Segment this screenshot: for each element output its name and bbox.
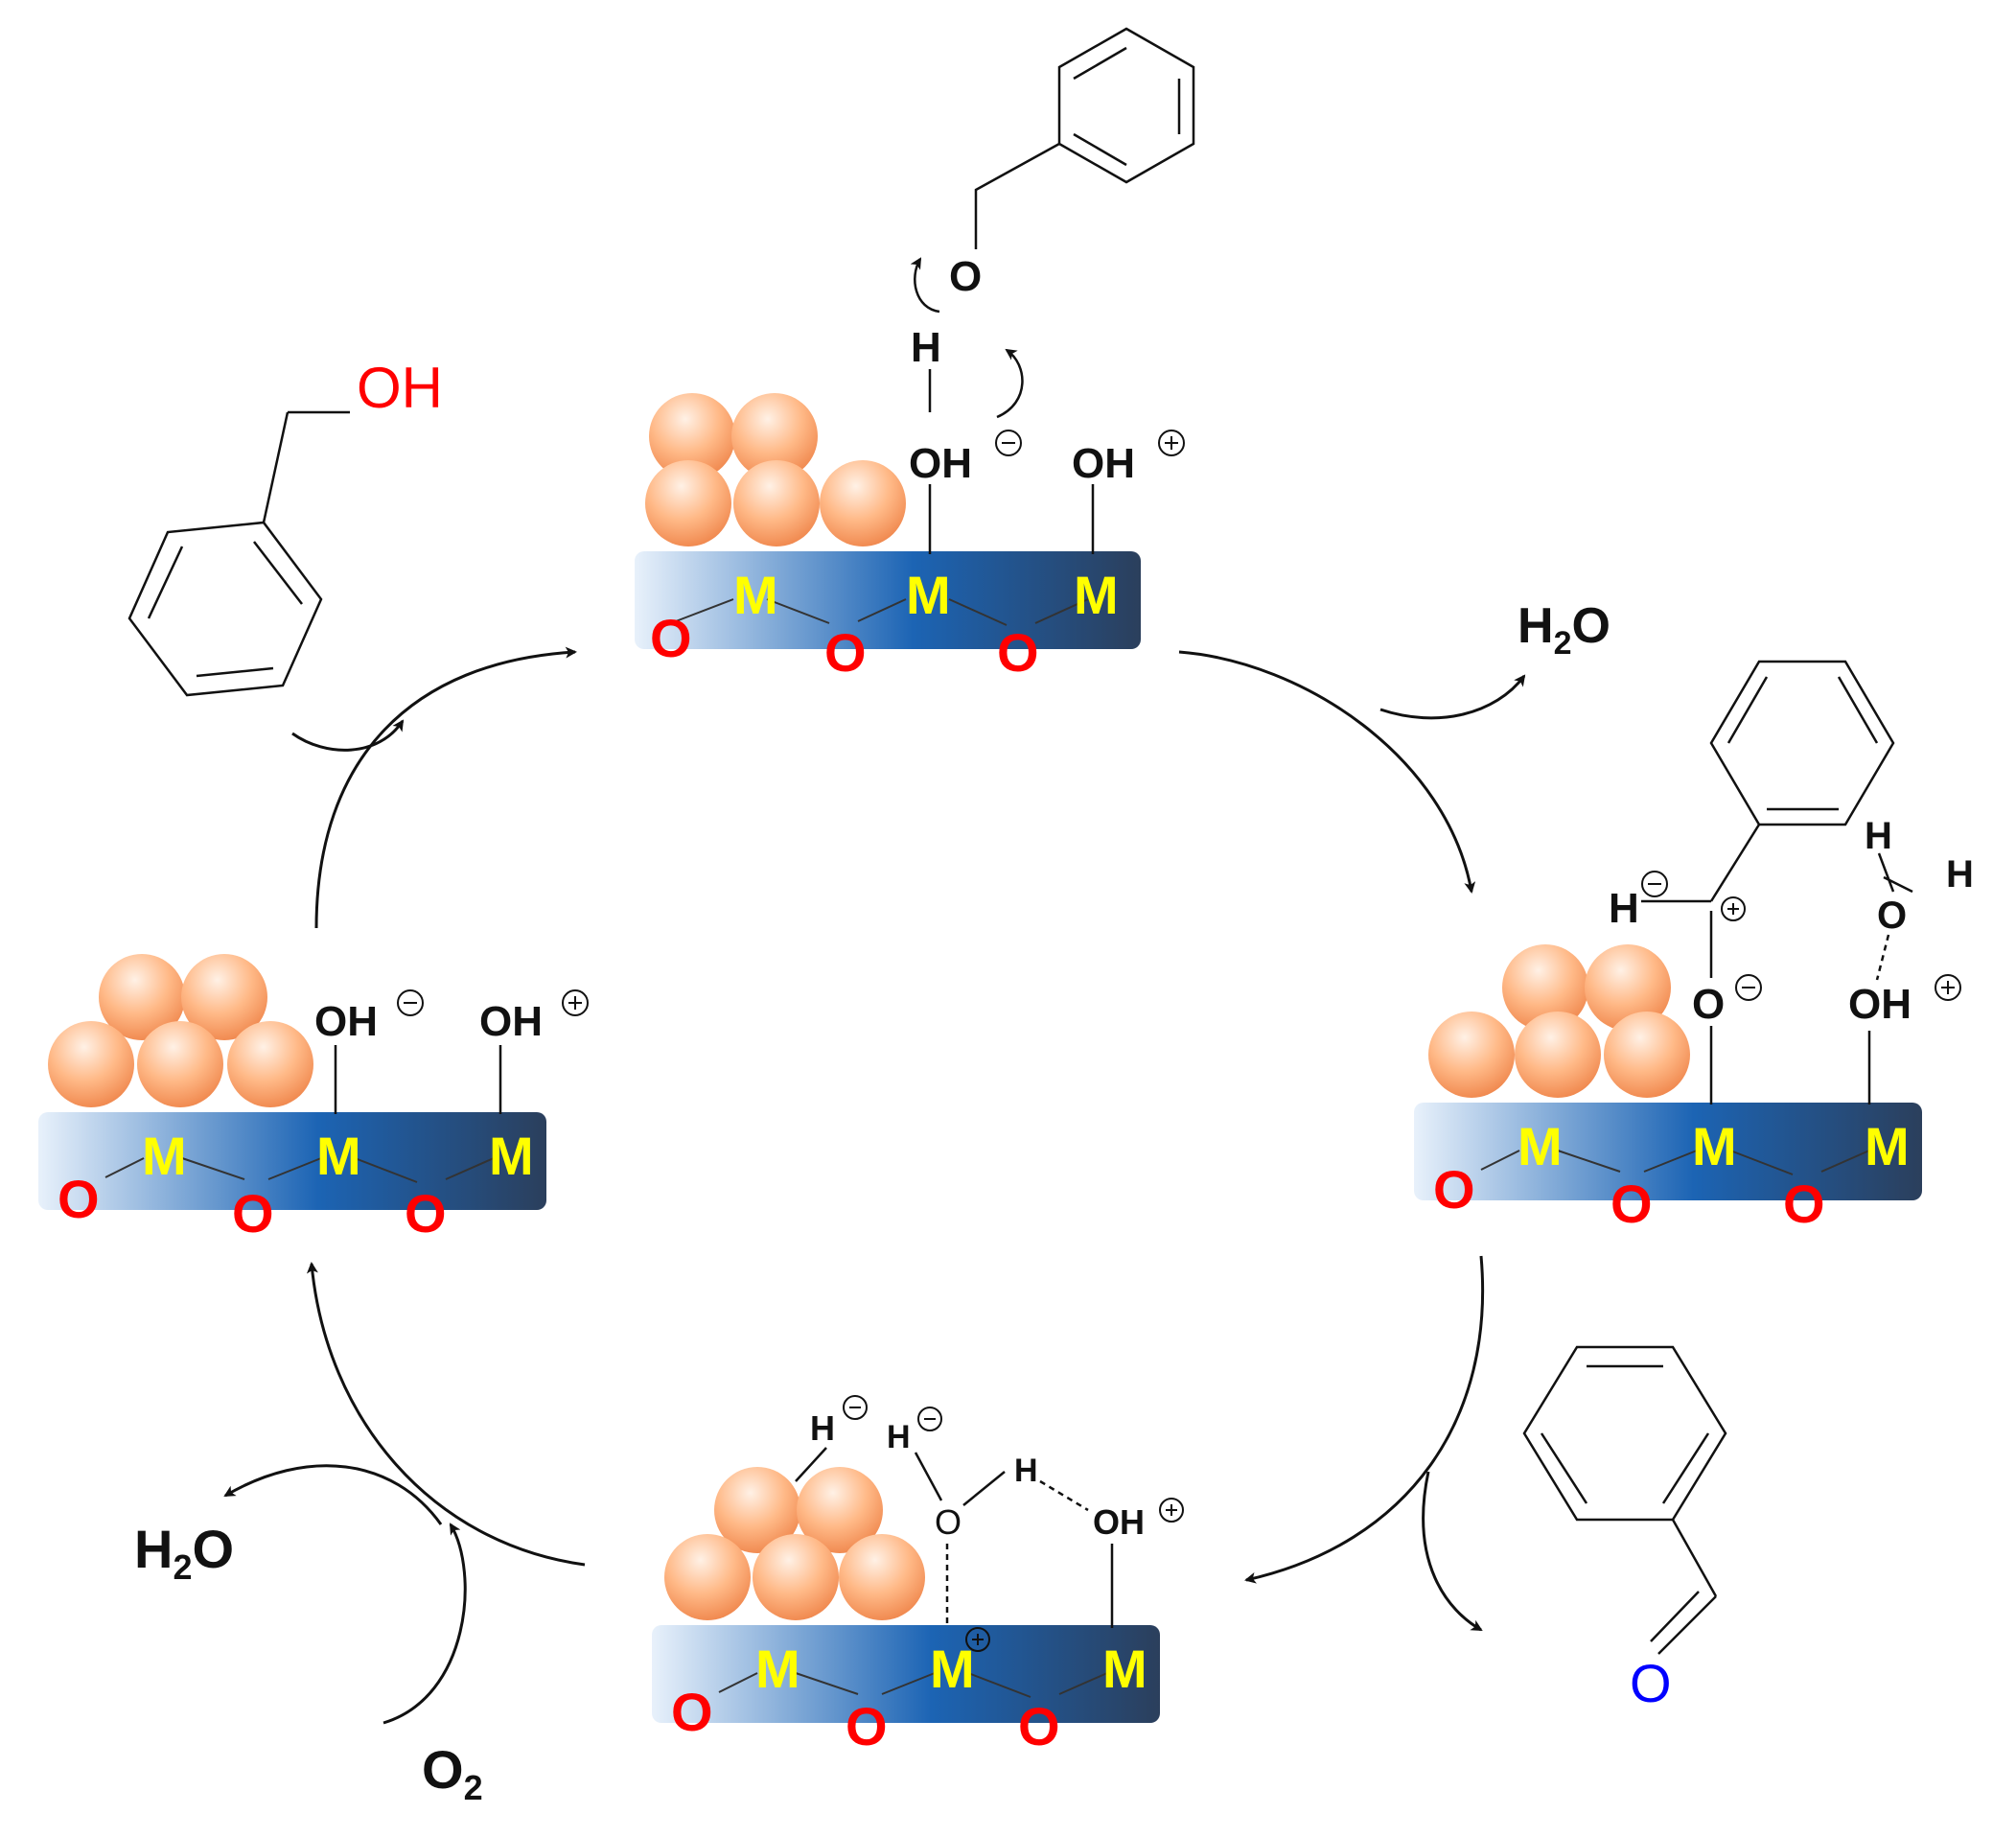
arrow-left-to-top [314,646,577,929]
hydride-label: H [1609,885,1639,932]
benzaldehyde-molecule: O [1522,1345,1727,1713]
oxygen-subscript: 2 [464,1768,483,1807]
state-top: M M M O O O OH OH H O [635,27,1195,683]
oxide-oxygen-label: O [405,1183,447,1244]
state-bottom: M M M O O O H H O H OH [652,1395,1184,1756]
water-o: O [1571,598,1610,654]
plus-charge-icon [562,989,589,1016]
metal-label: M [316,1126,361,1186]
hydride-label: H [810,1408,835,1448]
arrow-alcohol-in [291,719,405,752]
oxide-oxygen-label: O [650,608,692,668]
hydrogen-label: H [887,1419,911,1455]
svg-text:H2O: H2O [1518,598,1610,662]
oxide-oxygen-label: O [846,1696,888,1756]
arrow-water-out-top [1379,674,1526,720]
oxide-oxygen-label: O [1783,1174,1825,1234]
oxide-oxygen-label: O [1610,1174,1653,1234]
water-subscript: 2 [1554,625,1572,662]
water-oxygen-label: O [1877,895,1907,937]
metal-nanoparticle [645,393,906,546]
metal-label: M [142,1126,187,1186]
cycle-arrows [223,646,1526,1725]
state-right: M M M O O O O OH H [1414,660,1974,1234]
metal-label: M [1518,1116,1563,1176]
oxide-oxygen-label: O [997,622,1039,683]
oxide-oxygen-label: O [1433,1159,1475,1220]
hydroxyl-label: OH [1848,981,1912,1028]
metal-label: M [1102,1639,1147,1699]
oxygen-o: O [422,1739,464,1800]
arrow-benzaldehyde-out [1422,1471,1483,1632]
hydroxyl-label: OH [479,998,543,1045]
oxide-support [38,1112,546,1210]
water-subscript: 2 [173,1547,192,1587]
svg-text:H2O: H2O [134,1519,234,1587]
metal-label: M [930,1639,975,1699]
metal-label: M [733,565,778,625]
hydroxyl-label: OH [909,440,972,487]
phenyl-ring [1709,660,1895,826]
plus-charge-icon [1935,974,1961,1001]
plus-charge-icon [1158,430,1185,456]
minus-charge-icon [995,430,1022,456]
oxide-oxygen-label: O [671,1682,713,1742]
oxide-oxygen-label: O [232,1183,274,1244]
minus-charge-icon [397,989,424,1016]
svg-text:O2: O2 [422,1739,483,1807]
minus-charge-icon [843,1395,868,1420]
metal-label: M [755,1639,800,1699]
oxide-oxygen-label: O [1018,1696,1060,1756]
arrow-right-to-bottom [1244,1255,1485,1584]
water-h: H [134,1519,173,1579]
oxide-oxygen-label: O [824,622,867,683]
minus-charge-icon [1641,871,1668,897]
arrow-top-to-right [1178,650,1476,894]
oxide-support [635,551,1141,649]
alkoxide-oxygen-label: O [949,253,982,300]
water-product-top: H2O [1518,598,1610,662]
hydrogen-label: H [911,324,941,371]
metal-nanoparticle [664,1467,925,1620]
water-hydrogen-label: H [1946,853,1974,895]
metal-label: M [1865,1116,1910,1176]
plus-charge-icon [1721,896,1746,921]
arrow-water-out-left [223,1464,443,1525]
oxide-support [652,1625,1160,1723]
carbonyl-oxygen-label: O [1630,1653,1672,1713]
arrow-oxygen-in [382,1523,467,1725]
hydroxide-oxygen-label: O [935,1502,962,1542]
metal-nanoparticle [1428,944,1690,1098]
electron-push-arrow [996,348,1024,419]
oxide-oxygen-label: O [58,1169,100,1229]
minus-charge-icon [917,1407,942,1431]
hydroxyl-group-label: OH [357,356,443,420]
minus-charge-icon [1735,974,1762,1001]
hydroxyl-label: OH [314,998,378,1045]
benzyl-alcohol-molecule: OH [127,356,443,697]
plus-charge-icon [965,1627,990,1652]
hydroxyl-label: OH [1093,1502,1145,1542]
metal-label: M [906,565,951,625]
metal-label: M [1074,565,1119,625]
bridging-hydrogen-label: H [1014,1453,1038,1489]
oxide-support [1414,1103,1922,1200]
arrow-bottom-to-left [306,1262,586,1567]
alkoxide-oxygen-label: O [1692,981,1725,1028]
electron-push-arrow [910,257,940,314]
plus-charge-icon [1159,1498,1184,1523]
oxygen-reactant: O2 [422,1739,483,1807]
hydroxyl-label: OH [1072,440,1135,487]
water-product-left: H2O [134,1519,234,1587]
metal-label: M [1692,1116,1737,1176]
water-o: O [192,1519,234,1579]
water-h: H [1518,598,1554,654]
water-hydrogen-label: H [1865,815,1892,857]
metal-label: M [489,1126,534,1186]
support-bonds [675,598,1089,626]
state-left: M M M O O O OH OH [38,954,589,1244]
benzyl-alkoxide-molecule [974,27,1195,249]
metal-nanoparticle [48,954,313,1107]
